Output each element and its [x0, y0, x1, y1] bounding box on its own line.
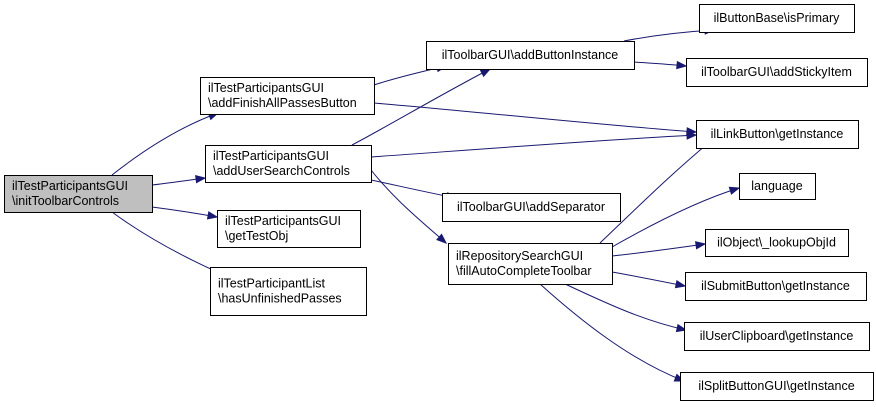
node-box: [686, 58, 868, 87]
node-n1[interactable]: ilTestParticipantsGUI\addFinishAllPasses…: [200, 77, 375, 115]
node-box: [4, 175, 153, 213]
edge-n2-to-n7: [370, 169, 447, 244]
edge-n7-to-n11: [604, 187, 740, 252]
node-n5[interactable]: ilToolbarGUI\addButtonInstance: [426, 41, 635, 70]
node-label-line: ilSubmitButton\getInstance: [701, 279, 850, 293]
arrowhead-n0-to-n3: [206, 211, 219, 220]
arrowhead-n2-to-n10: [686, 131, 698, 140]
node-label-line: ilTestParticipantsGUI: [208, 81, 324, 95]
node-label-line: ilTestParticipantsGUI: [225, 214, 341, 228]
arrowhead-n2-to-n5: [479, 68, 492, 78]
node-label-line: ilButtonBase\isPrimary: [714, 11, 840, 25]
node-box: [217, 210, 361, 248]
edge-n2-to-n5: [351, 68, 491, 146]
edge-n7-to-n13: [611, 271, 686, 287]
node-label-line: ilTestParticipantsGUI: [213, 149, 329, 163]
node-label-line: ilObject\_lookupObjId: [717, 236, 836, 250]
node-label-line: ilTestParticipantsGUI: [12, 179, 128, 193]
node-label-line: \getTestObj: [225, 229, 288, 243]
node-box: [448, 243, 613, 285]
edge-n0-to-n4: [111, 211, 225, 276]
node-n2[interactable]: ilTestParticipantsGUI\addUserSearchContr…: [205, 145, 372, 183]
node-label-line: \fillAutoCompleteToolbar: [456, 264, 592, 278]
node-n8[interactable]: ilButtonBase\isPrimary: [699, 4, 855, 33]
node-label-line: ilLinkButton\getInstance: [711, 127, 844, 141]
node-label-line: \initToolbarControls: [12, 194, 119, 208]
node-n0[interactable]: ilTestParticipantsGUI\initToolbarControl…: [4, 175, 153, 213]
node-n12[interactable]: ilObject\_lookupObjId: [705, 229, 849, 257]
node-box: [205, 145, 372, 183]
node-label-line: \addFinishAllPassesButton: [208, 96, 357, 110]
node-label-line: \hasUnfinishedPasses: [218, 292, 342, 306]
node-n13[interactable]: ilSubmitButton\getInstance: [685, 272, 867, 301]
node-box: [210, 267, 367, 316]
node-label-line: ilToolbarGUI\addSeparator: [457, 200, 605, 214]
arrowhead-n7-to-n14: [675, 323, 688, 333]
nodes: ilTestParticipantsGUI\initToolbarControl…: [4, 4, 874, 401]
edge-n2-to-n10: [370, 134, 697, 158]
node-label-line: ilTestParticipantList: [218, 277, 326, 291]
node-n7[interactable]: ilRepositorySearchGUI\fillAutoCompleteTo…: [448, 243, 613, 285]
arrowhead-n2-to-n7: [436, 233, 448, 244]
node-box: [739, 173, 816, 200]
edge-n7-to-n10: [599, 139, 713, 244]
arrowhead-n7-to-n13: [674, 279, 687, 289]
node-box: [696, 120, 859, 149]
node-n6[interactable]: ilToolbarGUI\addSeparator: [442, 193, 621, 222]
edge-n1-to-n10: [373, 102, 697, 133]
edge-n7-to-n12: [611, 243, 706, 257]
node-n14[interactable]: ilUserClipboard\getInstance: [684, 322, 870, 351]
node-box: [705, 229, 849, 257]
node-label-line: ilSplitButtonGUI\getInstance: [698, 379, 854, 393]
node-box: [680, 372, 874, 401]
edge-n7-to-n15: [539, 283, 685, 382]
node-box: [684, 322, 870, 351]
arrowhead-n0-to-n2: [195, 175, 207, 184]
edge-n7-to-n14: [564, 283, 687, 331]
arrowhead-n7-to-n11: [728, 186, 741, 195]
node-box: [200, 77, 375, 115]
node-n9[interactable]: ilToolbarGUI\addStickyItem: [686, 58, 868, 87]
node-label-line: \addUserSearchControls: [213, 164, 350, 178]
node-box: [426, 41, 635, 70]
node-box: [442, 193, 621, 222]
node-label-line: ilUserClipboard\getInstance: [700, 329, 854, 343]
node-n10[interactable]: ilLinkButton\getInstance: [696, 120, 859, 149]
node-label-line: language: [751, 179, 802, 193]
edge-n0-to-n1: [111, 112, 219, 176]
node-n3[interactable]: ilTestParticipantsGUI\getTestObj: [217, 210, 361, 248]
node-label-line: ilRepositorySearchGUI: [456, 249, 583, 263]
node-n15[interactable]: ilSplitButtonGUI\getInstance: [680, 372, 874, 401]
arrowhead-n7-to-n12: [694, 241, 707, 250]
arrowhead-n5-to-n9: [676, 60, 688, 70]
node-label-line: ilToolbarGUI\addStickyItem: [701, 65, 852, 79]
node-n4[interactable]: ilTestParticipantList\hasUnfinishedPasse…: [210, 267, 367, 316]
node-n11[interactable]: language: [739, 173, 816, 200]
node-box: [699, 4, 855, 33]
node-box: [685, 272, 867, 301]
node-label-line: ilToolbarGUI\addButtonInstance: [442, 48, 619, 62]
edge-n0-to-n3: [151, 206, 218, 218]
